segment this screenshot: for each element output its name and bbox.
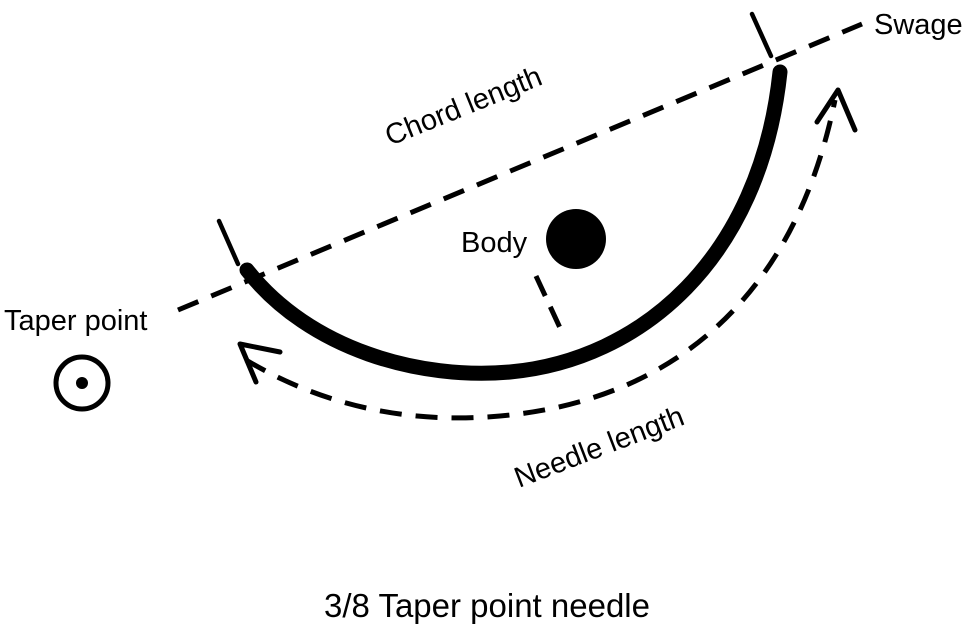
taper-point-label: Taper point (4, 305, 148, 337)
chord-tick-left (216, 218, 241, 267)
taper-point-circle-icon (53, 354, 111, 412)
chord-line (177, 21, 863, 313)
taper-point-center-dot-icon (76, 377, 88, 389)
arrowhead-left-icon (237, 341, 283, 385)
arrowhead-right-icon (814, 87, 858, 133)
diagram-caption: 3/8 Taper point needle (324, 587, 650, 624)
needle-arc (239, 64, 788, 381)
body-label: Body (461, 227, 528, 259)
needle-tip (243, 264, 262, 284)
needle-length-label: Needle length (510, 401, 689, 495)
body-leader-line (533, 274, 564, 332)
swage-label: Swage (874, 9, 963, 41)
chord-length-label: Chord length (381, 61, 547, 153)
body-dot-icon (546, 209, 606, 269)
chord-tick-right (749, 11, 774, 59)
